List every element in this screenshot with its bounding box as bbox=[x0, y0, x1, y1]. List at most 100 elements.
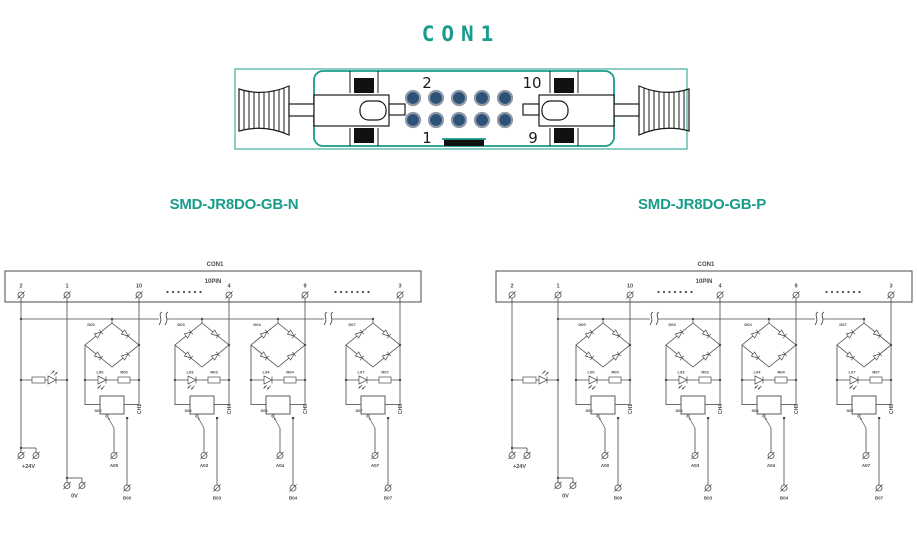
svg-text:3: 3 bbox=[398, 284, 401, 290]
svg-text:0V: 0V bbox=[71, 494, 78, 500]
svg-text:A00: A00 bbox=[601, 463, 610, 468]
connector-outline bbox=[234, 68, 688, 150]
svg-text:R07: R07 bbox=[872, 370, 880, 375]
svg-text:CH4: CH4 bbox=[227, 404, 233, 414]
svg-text:9: 9 bbox=[794, 284, 797, 290]
svg-text:R04: R04 bbox=[777, 370, 785, 375]
svg-text:CH8: CH8 bbox=[398, 404, 404, 414]
svg-text:R07: R07 bbox=[381, 370, 389, 375]
svg-text:L03: L03 bbox=[187, 370, 195, 375]
svg-text:+24V: +24V bbox=[513, 464, 526, 470]
svg-text:3: 3 bbox=[889, 284, 892, 290]
svg-text:CON1: CON1 bbox=[698, 262, 715, 268]
clip-top bbox=[354, 78, 374, 93]
power-section: +24V 0V bbox=[508, 298, 577, 500]
svg-text:2: 2 bbox=[19, 284, 22, 290]
svg-text:R03: R03 bbox=[701, 370, 709, 375]
svg-text:1: 1 bbox=[556, 284, 559, 290]
connector-side-right bbox=[523, 71, 689, 146]
svg-text:2: 2 bbox=[510, 284, 513, 290]
connector-side-left bbox=[238, 71, 406, 146]
svg-text:S00: S00 bbox=[94, 408, 102, 413]
svg-text:B04: B04 bbox=[289, 496, 298, 501]
svg-text:R00: R00 bbox=[120, 370, 128, 375]
svg-text:0V: 0V bbox=[562, 494, 569, 500]
svg-text:CH1: CH1 bbox=[137, 404, 143, 414]
svg-text:A00: A00 bbox=[110, 463, 119, 468]
svg-text:D04: D04 bbox=[253, 322, 261, 327]
pin-number-9: 9 bbox=[528, 129, 538, 147]
svg-text:R00: R00 bbox=[611, 370, 619, 375]
svg-text:S03: S03 bbox=[184, 408, 192, 413]
svg-text:CON1: CON1 bbox=[207, 262, 224, 268]
svg-text:S03: S03 bbox=[675, 408, 683, 413]
svg-text:B04: B04 bbox=[780, 496, 789, 501]
svg-text:D07: D07 bbox=[348, 322, 356, 327]
screw-knob bbox=[238, 85, 290, 136]
svg-text:L07: L07 bbox=[358, 370, 366, 375]
svg-text:A04: A04 bbox=[276, 463, 285, 468]
screw-knurling bbox=[243, 86, 285, 135]
svg-text:10PIN: 10PIN bbox=[696, 279, 713, 285]
clip-guides bbox=[349, 71, 379, 146]
screw-shaft bbox=[288, 103, 315, 117]
svg-text:A04: A04 bbox=[767, 463, 776, 468]
svg-text:B07: B07 bbox=[384, 496, 393, 501]
svg-text:D00: D00 bbox=[87, 322, 95, 327]
svg-text:A03: A03 bbox=[691, 463, 700, 468]
svg-text:CH1: CH1 bbox=[628, 404, 634, 414]
svg-text:A03: A03 bbox=[200, 463, 209, 468]
svg-text:S04: S04 bbox=[751, 408, 759, 413]
svg-text:B00: B00 bbox=[123, 496, 132, 501]
svg-text:L04: L04 bbox=[263, 370, 271, 375]
svg-text:10PIN: 10PIN bbox=[205, 279, 222, 285]
svg-text:D04: D04 bbox=[744, 322, 752, 327]
svg-text:CH5: CH5 bbox=[303, 404, 309, 414]
svg-text:L07: L07 bbox=[849, 370, 857, 375]
svg-text:L03: L03 bbox=[678, 370, 686, 375]
pin-number-1: 1 bbox=[422, 129, 432, 147]
svg-text:R03: R03 bbox=[210, 370, 218, 375]
svg-text:S07: S07 bbox=[355, 408, 363, 413]
svg-text:10: 10 bbox=[136, 284, 142, 290]
svg-text:R04: R04 bbox=[286, 370, 294, 375]
svg-text:S07: S07 bbox=[846, 408, 854, 413]
svg-text:CH4: CH4 bbox=[718, 404, 724, 414]
svg-text:CH8: CH8 bbox=[889, 404, 895, 414]
svg-text:L00: L00 bbox=[588, 370, 596, 375]
latch-slot bbox=[359, 100, 387, 121]
svg-text:D00: D00 bbox=[578, 322, 586, 327]
svg-text:CH5: CH5 bbox=[794, 404, 800, 414]
svg-text:9: 9 bbox=[303, 284, 306, 290]
connector-diagram: 2 10 1 9 bbox=[234, 68, 691, 150]
pin-grid bbox=[404, 89, 514, 129]
svg-text:B03: B03 bbox=[704, 496, 713, 501]
svg-text:S00: S00 bbox=[585, 408, 593, 413]
svg-text:4: 4 bbox=[718, 284, 722, 290]
svg-text:A07: A07 bbox=[371, 463, 380, 468]
svg-text:D03: D03 bbox=[668, 322, 676, 327]
latch-stub bbox=[388, 103, 406, 116]
connector-title: CON1 bbox=[421, 22, 501, 46]
svg-text:A07: A07 bbox=[862, 463, 871, 468]
svg-text:1: 1 bbox=[65, 284, 68, 290]
schematic-p-title: SMD-JR8DO-GB-P bbox=[637, 196, 767, 213]
keying-notch bbox=[444, 139, 484, 146]
con1-header: CON1 10PIN 2 1 10 4 9 3 bbox=[4, 262, 422, 303]
svg-text:B03: B03 bbox=[213, 496, 222, 501]
svg-text:S04: S04 bbox=[260, 408, 268, 413]
svg-text:B00: B00 bbox=[614, 496, 623, 501]
svg-text:L00: L00 bbox=[97, 370, 105, 375]
svg-text:4: 4 bbox=[227, 284, 231, 290]
